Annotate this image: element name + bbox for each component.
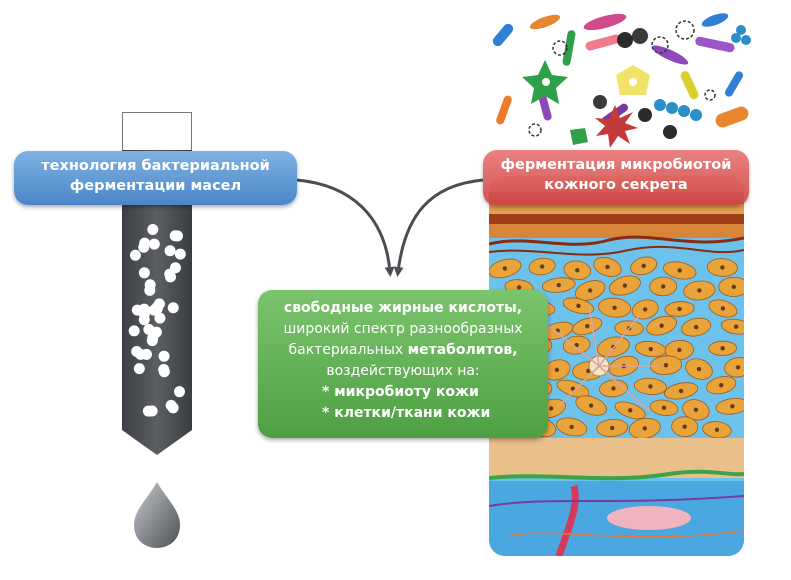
label-line: технология бактериальной (41, 158, 270, 174)
oil-bubble (148, 238, 160, 250)
oil-bubbles (128, 224, 186, 417)
oil-bubble (147, 224, 159, 236)
microbiota-fermentation-label: ферментация микробиотой кожного секрета (483, 150, 749, 206)
cell-nucleus (642, 307, 648, 312)
cell-nucleus (610, 425, 615, 431)
box-line: воздействующих на: (326, 363, 480, 379)
oil-bubble (138, 241, 150, 253)
cell-nucleus (611, 386, 616, 391)
cell-nucleus (693, 407, 699, 413)
cell-nucleus (720, 265, 725, 270)
cell-nucleus (682, 424, 687, 429)
oil-bubble (164, 245, 176, 257)
cell-nucleus (697, 288, 702, 293)
oil-bubble (138, 267, 150, 279)
cell-nucleus (556, 282, 561, 288)
oil-bubble (158, 350, 170, 362)
arrow-from-right (393, 178, 484, 277)
bullet-skin-microbiota: * микробиоту кожи (322, 384, 479, 400)
cell-nucleus (677, 347, 682, 353)
oil-bubble (133, 363, 145, 375)
cell-nucleus (605, 264, 610, 270)
box-line: широкий спектр разнообразных (283, 321, 523, 337)
oil-bubble (154, 312, 166, 324)
label-line: кожного секрета (544, 177, 688, 193)
cell-nucleus (660, 284, 666, 289)
cell-nucleus (720, 306, 726, 311)
cell-nucleus (730, 404, 735, 409)
cell-nucleus (735, 365, 741, 370)
oil-bubble (167, 302, 179, 314)
cell-nucleus (502, 266, 508, 271)
oil-bubble (148, 304, 160, 316)
cell-nucleus (659, 323, 664, 328)
cell-nucleus (677, 268, 682, 273)
cell-nucleus (585, 323, 590, 329)
oil-bubble (143, 323, 155, 335)
microbe-shapes (522, 60, 650, 148)
oil-bubble (128, 325, 140, 337)
cell-nucleus (569, 424, 574, 430)
cell-nucleus (648, 346, 653, 352)
oil-bubble (131, 304, 143, 316)
bacterial-fermentation-label: технология бактериальной ферментации мас… (14, 151, 297, 205)
cell-nucleus (570, 386, 576, 391)
microbes-cloud (492, 13, 751, 148)
oil-droplet (134, 482, 180, 548)
cell-nucleus (678, 388, 684, 394)
cell-nucleus (720, 346, 725, 351)
box-line: бактериальных (288, 342, 408, 358)
cell-nucleus (642, 426, 647, 431)
oil-bubble (144, 279, 156, 291)
oil-bubble (146, 405, 158, 417)
microbe-rods (492, 13, 749, 128)
cell-nucleus (663, 363, 669, 368)
oil-bubble (165, 399, 177, 411)
cell-nucleus (549, 406, 554, 411)
metabolites-box: свободные жирные кислоты, широкий спектр… (258, 290, 548, 438)
cell-nucleus (648, 384, 653, 389)
cell-nucleus (693, 324, 699, 330)
fermentation-column (122, 150, 192, 548)
microbe-cocci (528, 20, 751, 139)
metabolites-text: метаболитов, (407, 342, 518, 358)
cell-nucleus (576, 303, 581, 309)
cell-nucleus (714, 427, 720, 432)
arrow-from-left (296, 178, 395, 277)
dermis (489, 481, 744, 556)
oil-bubble (146, 335, 158, 347)
cell-nucleus (733, 324, 739, 329)
cell-nucleus (587, 288, 593, 293)
cell-nucleus (641, 263, 646, 269)
cell-nucleus (731, 284, 736, 290)
oil-bubble (129, 249, 141, 261)
cell-nucleus (696, 366, 702, 372)
cell-nucleus (588, 403, 594, 408)
label-line: ферментации масел (69, 178, 242, 194)
oil-bubble (173, 386, 185, 398)
cell-nucleus (516, 285, 522, 290)
oil-bubble (174, 248, 186, 260)
oil-bubble (158, 363, 170, 375)
dendritic-cell (548, 305, 659, 412)
cell-nucleus (627, 408, 633, 413)
free-fatty-acids-text: свободные жирные кислоты, (283, 300, 523, 316)
cell-nucleus (677, 306, 682, 312)
oil-bubble (140, 348, 152, 360)
oil-bubble (164, 268, 176, 280)
cell-nucleus (575, 268, 580, 273)
label-line: ферментация микробиотой (500, 157, 732, 173)
cell-nucleus (622, 283, 628, 288)
cell-nucleus (554, 367, 560, 373)
cell-nucleus (661, 405, 667, 410)
cell-nucleus (612, 305, 617, 310)
cell-nucleus (718, 383, 724, 388)
cell-nucleus (539, 264, 545, 269)
basal-layer (489, 438, 744, 481)
bullet-skin-cells: * клетки/ткани кожи (322, 405, 491, 421)
oil-bubble (171, 230, 183, 242)
